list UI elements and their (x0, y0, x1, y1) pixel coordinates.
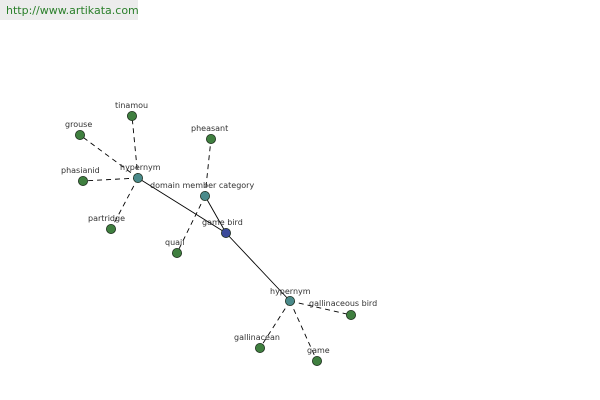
node-dmc[interactable] (199, 190, 210, 201)
label-hyp2[interactable]: hypernym (270, 287, 311, 296)
graph-labels: game bird hypernym domain member category h… (61, 101, 377, 355)
label-gallinacean[interactable]: gallinacean (234, 333, 280, 342)
node-hyp2[interactable] (284, 295, 295, 306)
node-game-bird[interactable] (220, 227, 231, 238)
label-pheasant[interactable]: pheasant (191, 124, 228, 133)
node-grouse[interactable] (75, 129, 86, 140)
edge-game_bird-dmc (204, 195, 227, 234)
edge-hyp1-grouse (79, 134, 139, 179)
node-game[interactable] (311, 355, 322, 366)
edge-dmc-pheasant (204, 138, 212, 197)
site-url-link[interactable]: http://www.artikata.com (6, 4, 139, 17)
label-tinamou[interactable]: tinamou (115, 101, 148, 110)
edge-hyp1-tinamou (131, 115, 139, 179)
node-phasianid[interactable] (78, 175, 89, 186)
site-url-bar: http://www.artikata.com (0, 0, 139, 20)
node-gallinaceous-bird[interactable] (345, 309, 356, 320)
node-tinamou[interactable] (127, 111, 138, 122)
edge-hyp2-gallinaceous_bird (289, 300, 352, 316)
edge-hyp2-gallinacean (259, 300, 291, 349)
edge-game_bird-hyp1 (137, 177, 227, 234)
label-dmc[interactable]: domain member category (150, 181, 254, 190)
node-pheasant[interactable] (205, 133, 216, 144)
label-quail[interactable]: quail (165, 238, 185, 247)
label-grouse[interactable]: grouse (65, 120, 92, 129)
label-game-bird[interactable]: game bird (202, 218, 243, 227)
graph-edges (79, 115, 352, 362)
node-partridge[interactable] (106, 223, 117, 234)
label-gallinaceous-bird[interactable]: gallinaceous bird (309, 299, 377, 308)
label-hyp1[interactable]: hypernym (120, 163, 161, 172)
edge-dmc-quail (176, 195, 206, 254)
label-partridge[interactable]: partridge (88, 214, 125, 223)
graph-nodes (75, 111, 356, 366)
edge-hyp2-game (289, 300, 318, 362)
node-quail[interactable] (171, 247, 182, 258)
edge-game_bird-hyp2 (225, 232, 291, 302)
label-phasianid[interactable]: phasianid (61, 166, 100, 175)
node-hyp1[interactable] (132, 172, 143, 183)
label-game[interactable]: game (307, 346, 330, 355)
edge-hyp1-phasianid (82, 177, 139, 182)
node-gallinacean[interactable] (254, 342, 265, 353)
edge-hyp1-partridge (110, 177, 139, 230)
